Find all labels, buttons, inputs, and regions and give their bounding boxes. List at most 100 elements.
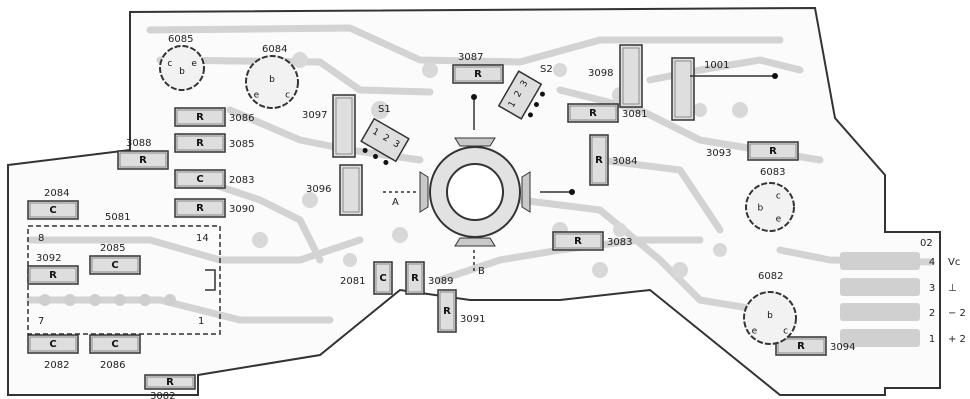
- capacitor-body: [89, 334, 141, 354]
- resistor-ref: 3088: [126, 138, 151, 149]
- transistor-pin-c: c: [783, 327, 788, 337]
- switch-pad: [533, 102, 539, 107]
- part-body: [339, 164, 363, 216]
- transistor-ref: 6085: [168, 34, 193, 45]
- resistor-body: [567, 103, 619, 123]
- part-ref: 3098: [588, 68, 613, 79]
- switch-body-group: 123: [497, 70, 545, 120]
- connector-pin-label: − 2: [948, 308, 966, 319]
- resistor-ref: 3083: [607, 237, 632, 248]
- capacitor-body: [27, 334, 79, 354]
- resistor-3083: R 3083: [552, 231, 632, 251]
- resistor-body: [405, 261, 425, 295]
- part-1001-pad: [772, 73, 778, 79]
- capacitor-inner: [176, 171, 224, 187]
- capacitor-ref: 2084: [44, 188, 69, 199]
- switch-body: [497, 70, 543, 120]
- connector-pin-label: ⊥: [948, 283, 957, 294]
- switch-ref: S2: [540, 64, 553, 75]
- ic-pin-14: 14: [196, 233, 209, 244]
- resistor-ref: 3090: [229, 204, 254, 215]
- switch-pad: [383, 159, 389, 165]
- central-ring: [383, 94, 575, 272]
- resistor-inner: [119, 152, 167, 168]
- resistor-mark: R: [166, 377, 174, 388]
- capacitor-body: [27, 200, 79, 220]
- connector-pin-1: 1+ 2: [929, 334, 966, 345]
- ic-5081: [27, 225, 221, 335]
- capacitor-inner: [375, 263, 391, 293]
- transistor-body: [743, 291, 797, 345]
- resistor-body: [775, 336, 827, 356]
- ic-pin-8: 8: [38, 233, 44, 244]
- connector-pin-label: Vc: [948, 257, 960, 268]
- resistor-ref: 3091: [460, 314, 485, 325]
- capacitor-inner: [91, 336, 139, 352]
- capacitor-2086: C 2086: [89, 334, 141, 371]
- resistor-inner: [407, 263, 423, 293]
- capacitor-mark: C: [196, 174, 203, 185]
- transistor-pin-b: b: [767, 311, 773, 321]
- resistor-inner: [569, 105, 617, 121]
- resistor-mark: R: [589, 108, 597, 119]
- capacitor-inner: [29, 336, 77, 352]
- capacitor-mark: C: [111, 339, 118, 350]
- part-ref: 3096: [306, 184, 331, 195]
- transistor-pin-c: c: [776, 192, 781, 202]
- resistor-ref: 3094: [830, 342, 855, 353]
- transistor-pin-e: e: [752, 327, 758, 337]
- capacitor-2082: C 2082: [27, 334, 79, 371]
- resistor-inner: [176, 200, 224, 216]
- resistor-body: [27, 265, 79, 285]
- resistor-inner: [439, 291, 455, 331]
- resistor-mark: R: [196, 112, 204, 123]
- switch-pin-1: 1: [370, 127, 380, 139]
- part-body: [671, 57, 695, 121]
- resistor-mark: R: [196, 138, 204, 149]
- connector-pin-number: 2: [929, 308, 935, 319]
- capacitor-mark: C: [379, 273, 386, 284]
- probe-label-b: B: [478, 266, 485, 277]
- part-inner: [342, 167, 360, 213]
- resistor-body: [589, 134, 609, 186]
- resistor-body: [174, 198, 226, 218]
- capacitor-inner: [91, 257, 139, 273]
- capacitor-ref: 2086: [100, 360, 125, 371]
- capacitor-ref: 2082: [44, 360, 69, 371]
- switch-pin-2: 2: [381, 133, 391, 145]
- switch-pin-3: 3: [391, 139, 401, 151]
- part-inner: [622, 47, 640, 105]
- capacitor-mark: C: [49, 339, 56, 350]
- resistor-inner: [146, 376, 194, 388]
- capacitor-body: [174, 169, 226, 189]
- connector-pin-label: + 2: [948, 334, 966, 345]
- capacitor-mark: C: [111, 260, 118, 271]
- resistor-inner: [29, 267, 77, 283]
- resistor-body: [437, 289, 457, 333]
- resistor-mark: R: [769, 146, 777, 157]
- resistor-ref: 3082: [150, 391, 175, 399]
- resistor-mark: R: [574, 236, 582, 247]
- switch-body-group: 123: [360, 117, 410, 165]
- resistor-inner: [454, 66, 502, 82]
